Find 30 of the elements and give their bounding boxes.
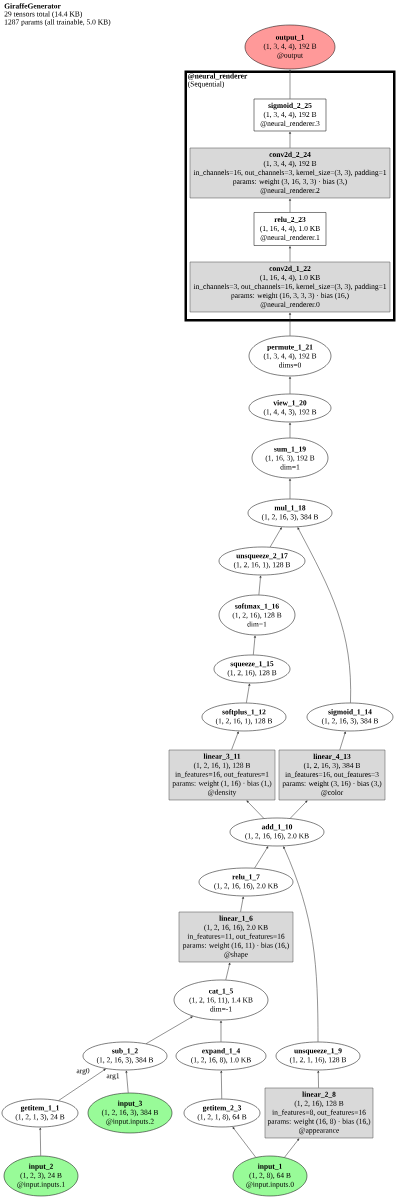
arrow: [289, 376, 291, 394]
arrow: [220, 1070, 223, 1099]
arrow: [220, 1020, 222, 1042]
arrow: [240, 896, 244, 912]
arrow: [232, 1127, 256, 1158]
arrow: [339, 731, 346, 750]
arrow: [231, 731, 239, 750]
arrow: [253, 635, 256, 655]
arrow: [246, 800, 265, 819]
arrow: [283, 846, 319, 1042]
arrow: [289, 800, 308, 819]
arrow: [289, 246, 291, 262]
arrow: [145, 1016, 193, 1044]
arrow: [289, 198, 291, 213]
arrow: [258, 575, 262, 595]
arrow: [289, 69, 291, 99]
arrow: [297, 527, 351, 703]
arrow: [39, 1127, 42, 1156]
arrow: [225, 962, 231, 981]
arrow: [289, 131, 291, 148]
arrow: [284, 1138, 300, 1158]
arrow: [289, 478, 291, 499]
arrow: [317, 1070, 320, 1088]
arrow: [289, 312, 291, 336]
arrow: [58, 1068, 106, 1101]
arrow: [254, 846, 269, 869]
arrow: [125, 1070, 129, 1093]
arrow: [269, 527, 282, 548]
arrow: [289, 422, 291, 438]
arrow: [246, 683, 251, 703]
